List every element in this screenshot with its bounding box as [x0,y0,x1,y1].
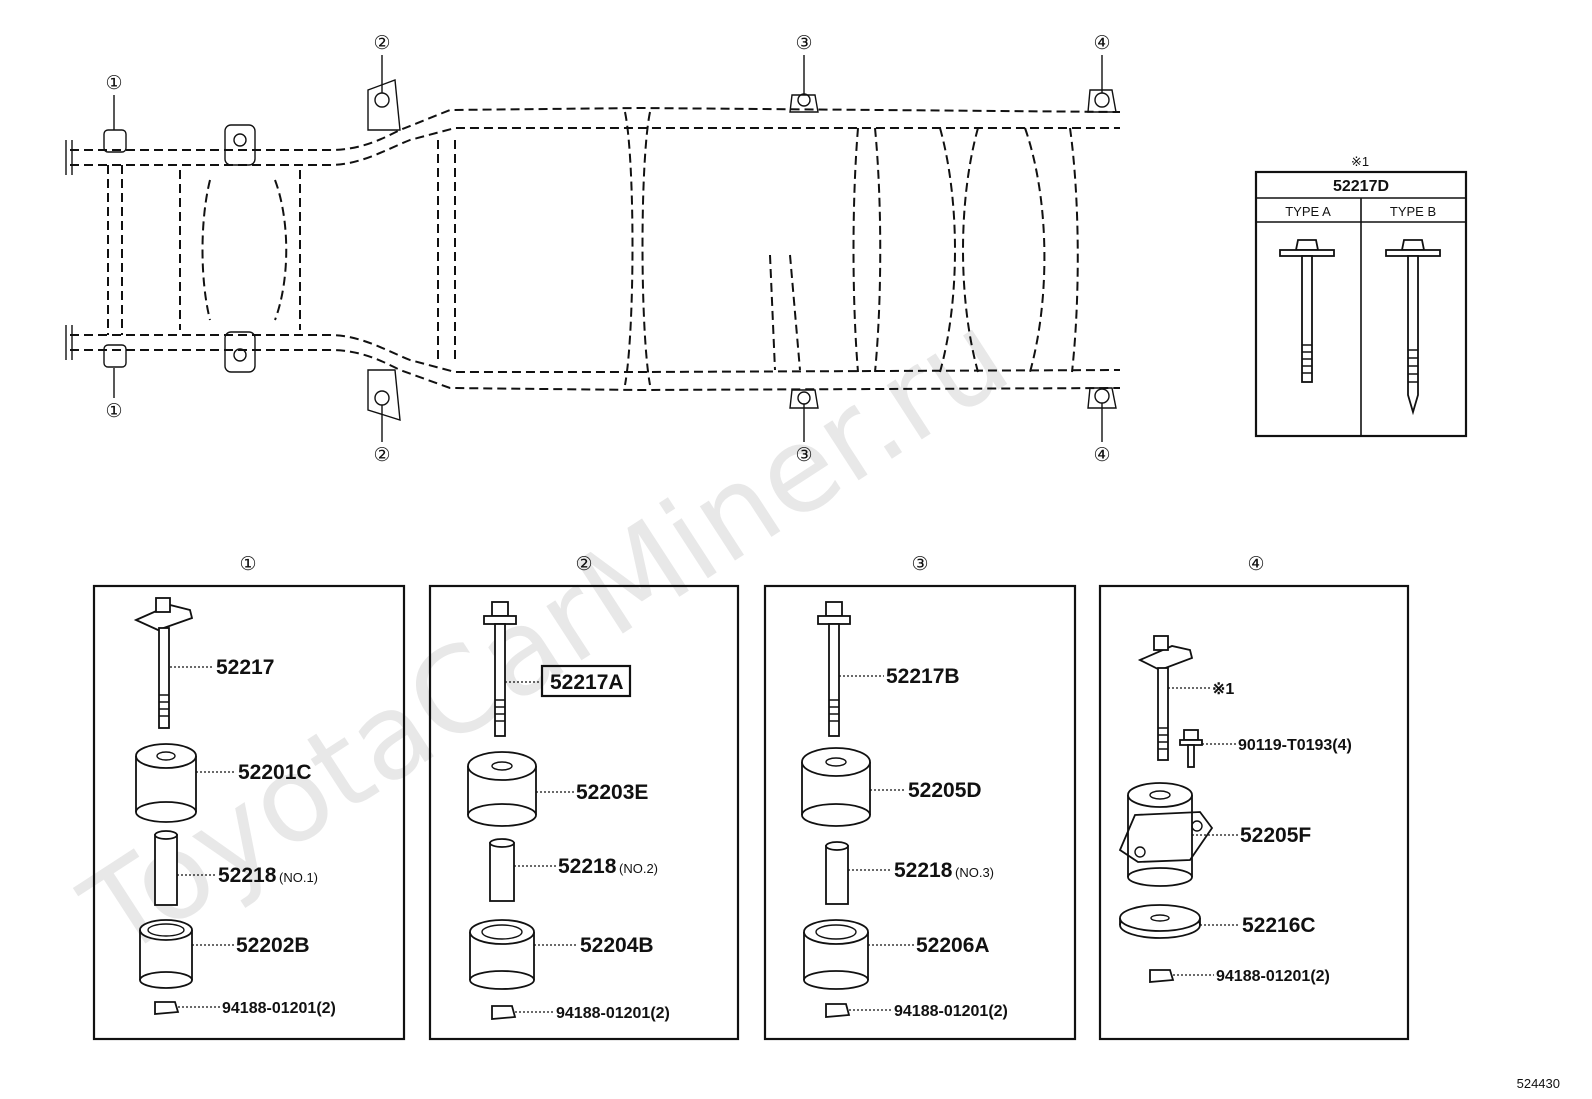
part-label: 52218 [558,855,617,878]
cushion-upper-icon [467,751,537,827]
frame-marker-3-bottom: ③ [795,444,812,466]
collar-icon [825,841,849,905]
watermark: ToyotaCarMiner.ru [59,286,1031,984]
nut-icon [491,1005,517,1020]
part-label: 52203E [576,781,648,804]
cushion-upper-icon [801,747,871,827]
nut-icon [1149,969,1175,983]
panel-marker: ② [575,553,592,575]
part-label: 52216C [1242,914,1316,937]
cushion-lower-icon [139,919,193,989]
frame-marker-4-top: ④ [1093,32,1110,54]
table-part-number: 52217D [1333,178,1389,195]
frame-marker-2-top: ② [373,32,390,54]
part-label: 52218 [894,859,953,882]
bolt-icon [817,601,851,737]
cushion-upper-icon [135,743,197,823]
washer-icon [1119,904,1201,939]
collar-icon [154,830,178,906]
frame-marker-3-top: ③ [795,32,812,54]
bolt-icon [483,601,517,737]
part-label: 52205F [1240,824,1311,847]
part-label: 52217B [886,665,960,688]
part-label: 94188-01201(2) [894,1003,1008,1020]
part-label: 52217 [216,656,274,679]
part-note: (NO.3) [955,865,994,880]
cushion-lower-icon [469,919,535,990]
part-label: 94188-01201(2) [556,1005,670,1022]
panel-2: ② 52217A 52203E 52 [428,553,740,1041]
part-label: 90119-T0193(4) [1238,737,1352,754]
part-label: 52206A [916,934,990,957]
table-type-b: TYPE B [1390,204,1436,219]
part-label: 52204B [580,934,654,957]
part-label: 52201C [238,761,312,784]
collar-icon [489,838,515,902]
panel-3: ③ 52217B 52205D 52218 [763,553,1077,1041]
cushion-flanged-icon [1118,782,1214,887]
diagram-id: 524430 [1517,1076,1560,1091]
frame-marker-1-bottom: ① [105,400,122,422]
bolt-type-b-icon [1385,239,1441,416]
part-label: 94188-01201(2) [1216,968,1330,985]
part-label: 52218 [218,864,277,887]
bolt-type-a-icon [1279,239,1335,383]
frame-marker-4-bottom: ④ [1093,444,1110,466]
bolt-type-table: ※1 52217D TYPE A TYPE B [1254,154,1468,438]
frame-marker-2-bottom: ② [373,444,390,466]
part-label: 94188-01201(2) [222,1000,336,1017]
highlight-box [540,664,632,698]
bolt-icon [133,597,194,729]
table-ref-mark: ※1 [1351,154,1369,169]
part-label: ※1 [1212,681,1234,698]
cushion-lower-icon [803,919,869,990]
table-type-a: TYPE A [1285,204,1331,219]
panel-4: ④ ※ [1098,553,1410,1041]
panel-1: ① 52217 52201C 52218 [92,553,406,1041]
frame-marker-1-top: ① [105,72,122,94]
panel-marker: ③ [911,553,928,575]
nut-icon [825,1003,851,1018]
part-note: (NO.1) [279,870,318,885]
chassis-frame: ① ① ② ② ③ ③ ④ ④ [65,32,1121,466]
bolt-icon [1137,635,1194,761]
panel-marker: ① [239,553,256,575]
nut-icon [154,1001,180,1015]
part-note: (NO.2) [619,861,658,876]
small-bolt-icon [1179,729,1203,768]
part-label: 52202B [236,934,310,957]
panel-marker: ④ [1247,553,1264,575]
part-label: 52217A [550,671,624,694]
part-label: 52205D [908,779,982,802]
